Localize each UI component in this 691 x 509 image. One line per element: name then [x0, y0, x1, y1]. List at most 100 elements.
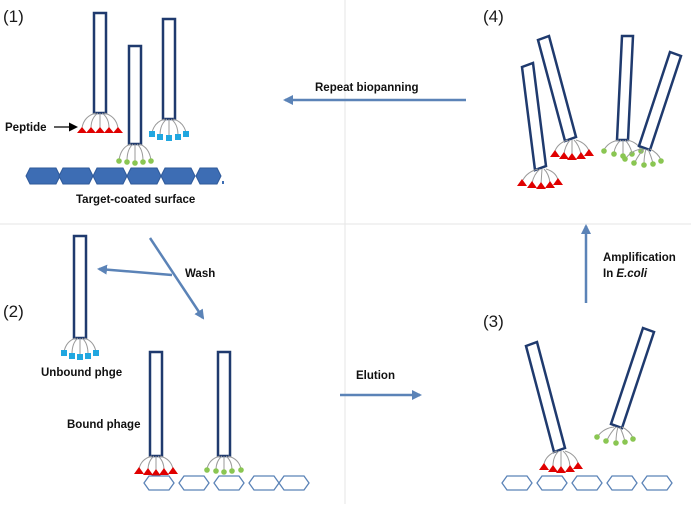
peptide-red [95, 127, 105, 133]
target-hexagon [195, 167, 222, 185]
peptide-blue [61, 350, 67, 356]
peptide-green [629, 151, 635, 157]
peptide-tail [61, 337, 99, 360]
peptide-red [517, 179, 527, 186]
peptide-tail [77, 112, 123, 133]
peptide-red [113, 127, 123, 133]
step-2-group: Unbound phge [41, 234, 310, 491]
peptide-green [140, 159, 146, 165]
peptide-red [527, 181, 537, 188]
amplified-phage-red-1 [517, 61, 563, 189]
step-4-group [517, 34, 683, 189]
peptide-red [548, 465, 558, 472]
amplification-host-label: In E.coli [603, 268, 648, 280]
peptide-tail [204, 455, 244, 475]
peptide-red [77, 127, 87, 133]
elution-step: Elution [340, 370, 422, 400]
peptide-green [148, 158, 154, 164]
target-hexagon [25, 167, 61, 185]
target-hexagon [92, 167, 128, 185]
amplification-label: Amplification [603, 252, 676, 264]
amplified-phage-green-1 [601, 34, 644, 159]
peptide-tail [539, 450, 583, 473]
peptide-red [584, 149, 594, 156]
wash-arrows: Wash [97, 237, 215, 320]
wash-label: Wash [185, 268, 215, 280]
eluted-phage-red [524, 340, 583, 473]
peptide-green [611, 151, 617, 157]
target-hexagon [641, 475, 673, 491]
peptide-blue [77, 354, 83, 360]
peptide-red [550, 150, 560, 157]
peptide-tail [622, 148, 664, 168]
peptide-green [630, 436, 636, 442]
peptide-red [576, 152, 586, 159]
step-1-group: Peptide Target-coated surface [5, 11, 224, 206]
amplified-phage-green-2 [622, 50, 683, 168]
peptide-green [650, 161, 656, 167]
target-surface-outline [143, 475, 310, 491]
target-hexagon [213, 475, 245, 491]
repeat-step: Repeat biopanning [283, 82, 466, 105]
peptide-green [221, 469, 227, 475]
target-hexagon [571, 475, 603, 491]
eluted-phage-green [594, 326, 656, 446]
target-hexagon [126, 167, 162, 185]
peptide-blue [175, 134, 181, 140]
peptide-green [631, 160, 637, 166]
phage-body [637, 50, 683, 152]
phage-green [116, 44, 154, 166]
peptide-red [573, 462, 583, 469]
peptide-tail [517, 168, 563, 189]
elution-label: Elution [356, 370, 395, 382]
peptide-red [565, 465, 575, 472]
peptide-blue [183, 131, 189, 137]
peptide-blue [69, 353, 75, 359]
peptide-red [86, 127, 96, 133]
peptide-green [641, 162, 647, 168]
peptide-red [553, 178, 563, 185]
peptide-tail [134, 455, 178, 476]
peptide-green [213, 468, 219, 474]
peptide-red [545, 181, 555, 188]
target-hexagon [278, 475, 310, 491]
peptide-red [559, 152, 569, 159]
bound-phage-label: Bound phage [67, 419, 140, 431]
peptide-blue [166, 135, 172, 141]
target-hexagon [58, 167, 94, 185]
amplification-step: Amplification In E.coli [581, 224, 676, 303]
step-4-label: (4) [483, 7, 504, 26]
peptide-red [104, 127, 114, 133]
unbound-phage-label: Unbound phge [41, 367, 122, 379]
phage-body [216, 350, 232, 458]
peptide-red [168, 467, 178, 474]
peptide-tail [550, 139, 594, 160]
target-hexagon [248, 475, 280, 491]
peptide-tail [594, 426, 636, 446]
bound-phage-red [134, 350, 178, 476]
unbound-phage [61, 234, 99, 360]
peptide-red [556, 466, 566, 473]
peptide-label: Peptide [5, 122, 47, 134]
peptide-blue [93, 350, 99, 356]
target-hexagon [160, 167, 196, 185]
wash-arrow-down [148, 237, 205, 320]
peptide-green [116, 158, 122, 164]
peptide-tail [149, 118, 189, 141]
peptide-red [536, 182, 546, 189]
peptide-blue [85, 353, 91, 359]
peptide-blue [157, 134, 163, 140]
phage-body [148, 350, 164, 458]
peptide-blue [149, 131, 155, 137]
phage-body [615, 34, 635, 142]
target-hexagon [143, 475, 175, 491]
peptide-green [613, 440, 619, 446]
peptide-green [603, 438, 609, 444]
peptide-red [159, 468, 169, 475]
bound-phage-green [204, 350, 244, 475]
target-surface-label: Target-coated surface [76, 194, 195, 206]
phage-body [609, 326, 656, 430]
peptide-red [539, 463, 549, 470]
